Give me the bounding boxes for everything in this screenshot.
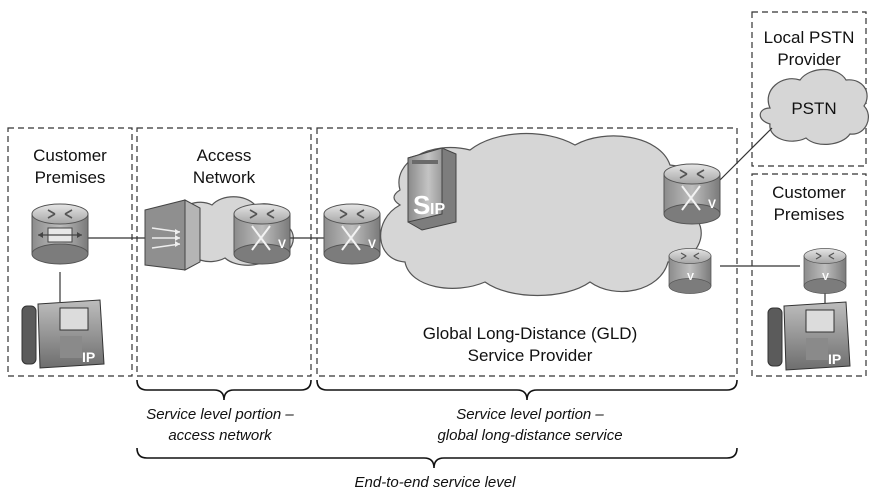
- access-caption-line1: Service level portion –: [146, 406, 294, 423]
- gld-edge-voice-router-icon: V: [323, 203, 381, 265]
- pstn-cloud-label: PSTN: [791, 99, 836, 118]
- ip-phone-left-icon: IP: [21, 299, 105, 369]
- access-network-label: Access Network: [192, 146, 256, 187]
- phone-ip-label: IP: [82, 349, 95, 365]
- local-pstn-provider-label: Local PSTN Provider: [763, 28, 855, 69]
- ip-phone-right-icon: IP: [767, 301, 851, 371]
- customer-router-right-icon: V: [803, 247, 847, 295]
- link-gld-to-pstn: [719, 127, 773, 181]
- customer-premises-left-label: Customer Premises: [33, 146, 107, 187]
- customer-router-left-icon: [31, 203, 89, 265]
- phone-ip-label: IP: [828, 351, 841, 367]
- customer-premises-right-box: [751, 173, 867, 377]
- gld-caption-line1: Service level portion –: [456, 406, 604, 423]
- customer-premises-left-box: [7, 127, 133, 377]
- end-to-end-brace: [136, 447, 738, 469]
- router-badge-v: V: [687, 271, 694, 283]
- svg-text:S: S: [413, 190, 430, 220]
- end-to-end-caption: End-to-end service level: [354, 474, 516, 491]
- gld-caption-line2: global long-distance service: [437, 427, 623, 444]
- access-voice-router-icon: V: [233, 203, 291, 265]
- gld-pstn-gateway-router-icon: V: [663, 163, 721, 225]
- sip-label: IP: [430, 201, 445, 218]
- customer-premises-right-label: Customer Premises: [772, 183, 846, 224]
- access-caption-line2: access network: [168, 427, 272, 444]
- router-badge-v: V: [278, 237, 286, 251]
- access-concentrator-icon: [144, 199, 201, 271]
- router-badge-v: V: [368, 237, 376, 251]
- access-brace: [136, 379, 312, 401]
- gld-cloud: [380, 132, 702, 296]
- router-badge-v: V: [822, 271, 829, 283]
- router-badge-v: V: [708, 197, 716, 211]
- gld-brace: [316, 379, 738, 401]
- gld-customer-edge-router-icon: V: [668, 247, 712, 295]
- gld-provider-label-line1: Global Long-Distance (GLD): [422, 324, 638, 343]
- access-network-box: [136, 127, 312, 377]
- pstn-cloud: [759, 68, 869, 145]
- sip-server-icon: S IP: [407, 147, 457, 231]
- gld-provider-box: [316, 127, 738, 377]
- gld-provider-label-line2: Service Provider: [467, 346, 593, 365]
